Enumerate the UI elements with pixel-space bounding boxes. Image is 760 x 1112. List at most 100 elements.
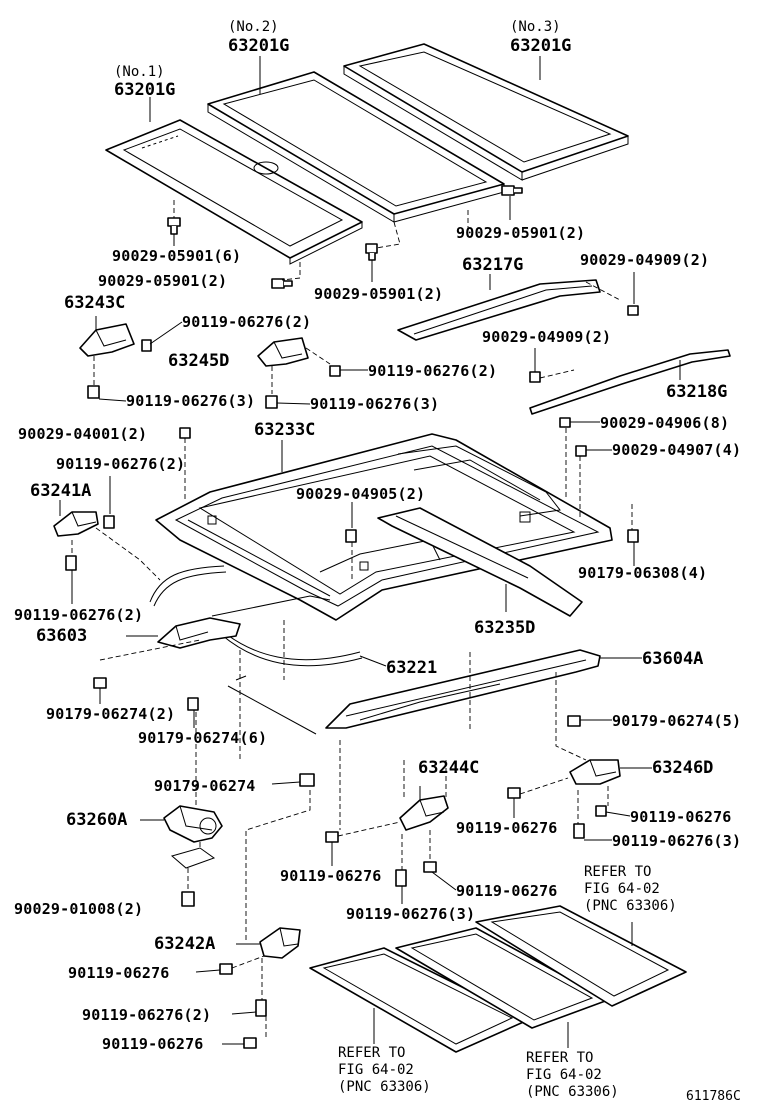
screw-90119-06276-i	[573, 790, 612, 841]
label-b30: 90119-06276(2)	[82, 1006, 212, 1024]
label-r1: REFER TO FIG 64-02 (PNC 63306)	[584, 864, 677, 914]
label-b19: 90179-06274(5)	[612, 712, 742, 730]
label-b28: 90029-01008(2)	[14, 900, 144, 918]
clip-90179-06274-b	[187, 697, 199, 728]
clip-90179-06274-d	[271, 773, 315, 787]
label-b25: 90119-06276	[280, 867, 382, 885]
screw-90119-06276-f	[65, 540, 77, 604]
label-b1: 90029-05901(6)	[112, 247, 242, 265]
screw-90119-06276-k	[423, 830, 457, 891]
reinforcement-63235d	[377, 507, 583, 617]
label-code: 611786C	[686, 1089, 741, 1104]
bracket-63243c	[79, 316, 135, 357]
label-b10: 90119-06276(3)	[310, 395, 440, 413]
label-b20: 90179-06274(6)	[138, 729, 268, 747]
label-no1: (No.1)	[114, 64, 165, 80]
label-b14: 90119-06276(2)	[56, 455, 186, 473]
label-b4: 90029-05901(2)	[456, 224, 586, 242]
screw-90119-06276-n	[231, 958, 267, 1017]
bolt-90029-05901-b	[271, 278, 293, 289]
motor-63260a	[140, 805, 223, 907]
label-no1pn: 63201G	[114, 80, 176, 100]
bracket-63246d	[569, 759, 652, 785]
sunroof-housing-63233c	[155, 433, 613, 621]
screw-90029-04001	[179, 427, 191, 500]
label-p63217: 63217G	[462, 255, 524, 275]
label-b15: 90029-04905(2)	[296, 485, 426, 503]
label-b6: 90029-04909(2)	[482, 328, 612, 346]
bolt-90029-04907	[575, 445, 612, 520]
bolt-90029-05901-d	[501, 185, 523, 220]
label-b22: 90119-06276	[630, 808, 732, 826]
screw-90119-06276-b	[305, 347, 368, 377]
wind-deflector-63217g	[397, 274, 601, 341]
label-r2: REFER TO FIG 64-02 (PNC 63306)	[338, 1045, 431, 1095]
label-p63218: 63218G	[666, 382, 728, 402]
label-b29: 90119-06276	[68, 964, 170, 982]
label-b12: 90029-04907(4)	[612, 441, 742, 459]
label-b9: 90119-06276(3)	[126, 392, 256, 410]
label-p63260: 63260A	[66, 810, 128, 830]
screw-90119-06276-o	[222, 1016, 267, 1049]
label-b3: 90029-05901(2)	[314, 285, 444, 303]
label-b18: 90179-06274(2)	[46, 705, 176, 723]
drive-cable-63221	[149, 565, 387, 667]
label-p63246: 63246D	[652, 758, 714, 778]
label-b2: 90029-05901(2)	[98, 272, 228, 290]
label-no2: (No.2)	[228, 19, 279, 35]
label-b16: 90179-06308(4)	[578, 564, 708, 582]
label-b11: 90029-04906(8)	[600, 414, 730, 432]
drip-rail-63218g	[529, 349, 731, 415]
sunshade-rear	[475, 905, 687, 1007]
bracket-63244c	[399, 760, 449, 831]
label-r3: REFER TO FIG 64-02 (PNC 63306)	[526, 1050, 619, 1100]
screw-90119-06276-a	[141, 321, 183, 352]
bolt-90029-04905	[345, 502, 357, 582]
screw-90119-06276-g	[507, 777, 569, 818]
label-p63221: 63221	[386, 658, 438, 678]
bracket-63245d	[257, 337, 309, 367]
label-p63241: 63241A	[30, 481, 92, 501]
label-b27: 90119-06276(3)	[346, 905, 476, 923]
screw-90119-06276-c	[87, 356, 127, 402]
clip-90179-06274-a	[93, 677, 107, 704]
bolt-90029-05901-c	[365, 243, 378, 282]
label-no3pn: 63201G	[510, 36, 572, 56]
label-p63233: 63233C	[254, 420, 316, 440]
screw-90119-06276-d	[265, 366, 311, 409]
label-b21: 90179-06274	[154, 777, 256, 795]
label-b17: 90119-06276(2)	[14, 606, 144, 624]
label-b5: 90029-04909(2)	[580, 251, 710, 269]
label-p63235: 63235D	[474, 618, 536, 638]
bolt-90029-05901-a	[167, 200, 181, 246]
glass-panel-no3	[343, 43, 629, 181]
bracket-63241a	[53, 500, 99, 537]
label-p63244: 63244C	[418, 758, 480, 778]
clip-90179-06308	[627, 504, 639, 566]
bracket-63242a	[236, 927, 301, 959]
label-p63604: 63604A	[642, 649, 704, 669]
bolt-90029-04909-b	[529, 348, 575, 383]
label-b24: 90119-06276(3)	[612, 832, 742, 850]
label-b13: 90029-04001(2)	[18, 425, 148, 443]
label-p63245: 63245D	[168, 351, 230, 371]
glass-panel-no1	[105, 119, 363, 265]
screw-90119-06276-e	[103, 476, 115, 529]
label-b31: 90119-06276	[102, 1035, 204, 1053]
bolt-90029-04906	[559, 417, 600, 500]
screw-90119-06276-j	[325, 821, 401, 866]
label-b23: 90119-06276	[456, 819, 558, 837]
label-b8: 90119-06276(2)	[368, 362, 498, 380]
label-no2pn: 63201G	[228, 36, 290, 56]
screw-90119-06276-h	[595, 786, 631, 817]
label-p63603: 63603	[36, 626, 88, 646]
clip-90179-06274-c	[567, 715, 612, 727]
label-b26: 90119-06276	[456, 882, 558, 900]
label-b7: 90119-06276(2)	[182, 313, 312, 331]
rail-63603	[126, 595, 331, 649]
screw-90119-06276-m	[195, 955, 265, 975]
label-p63242: 63242A	[154, 934, 216, 954]
screw-90119-06276-l	[395, 834, 407, 904]
